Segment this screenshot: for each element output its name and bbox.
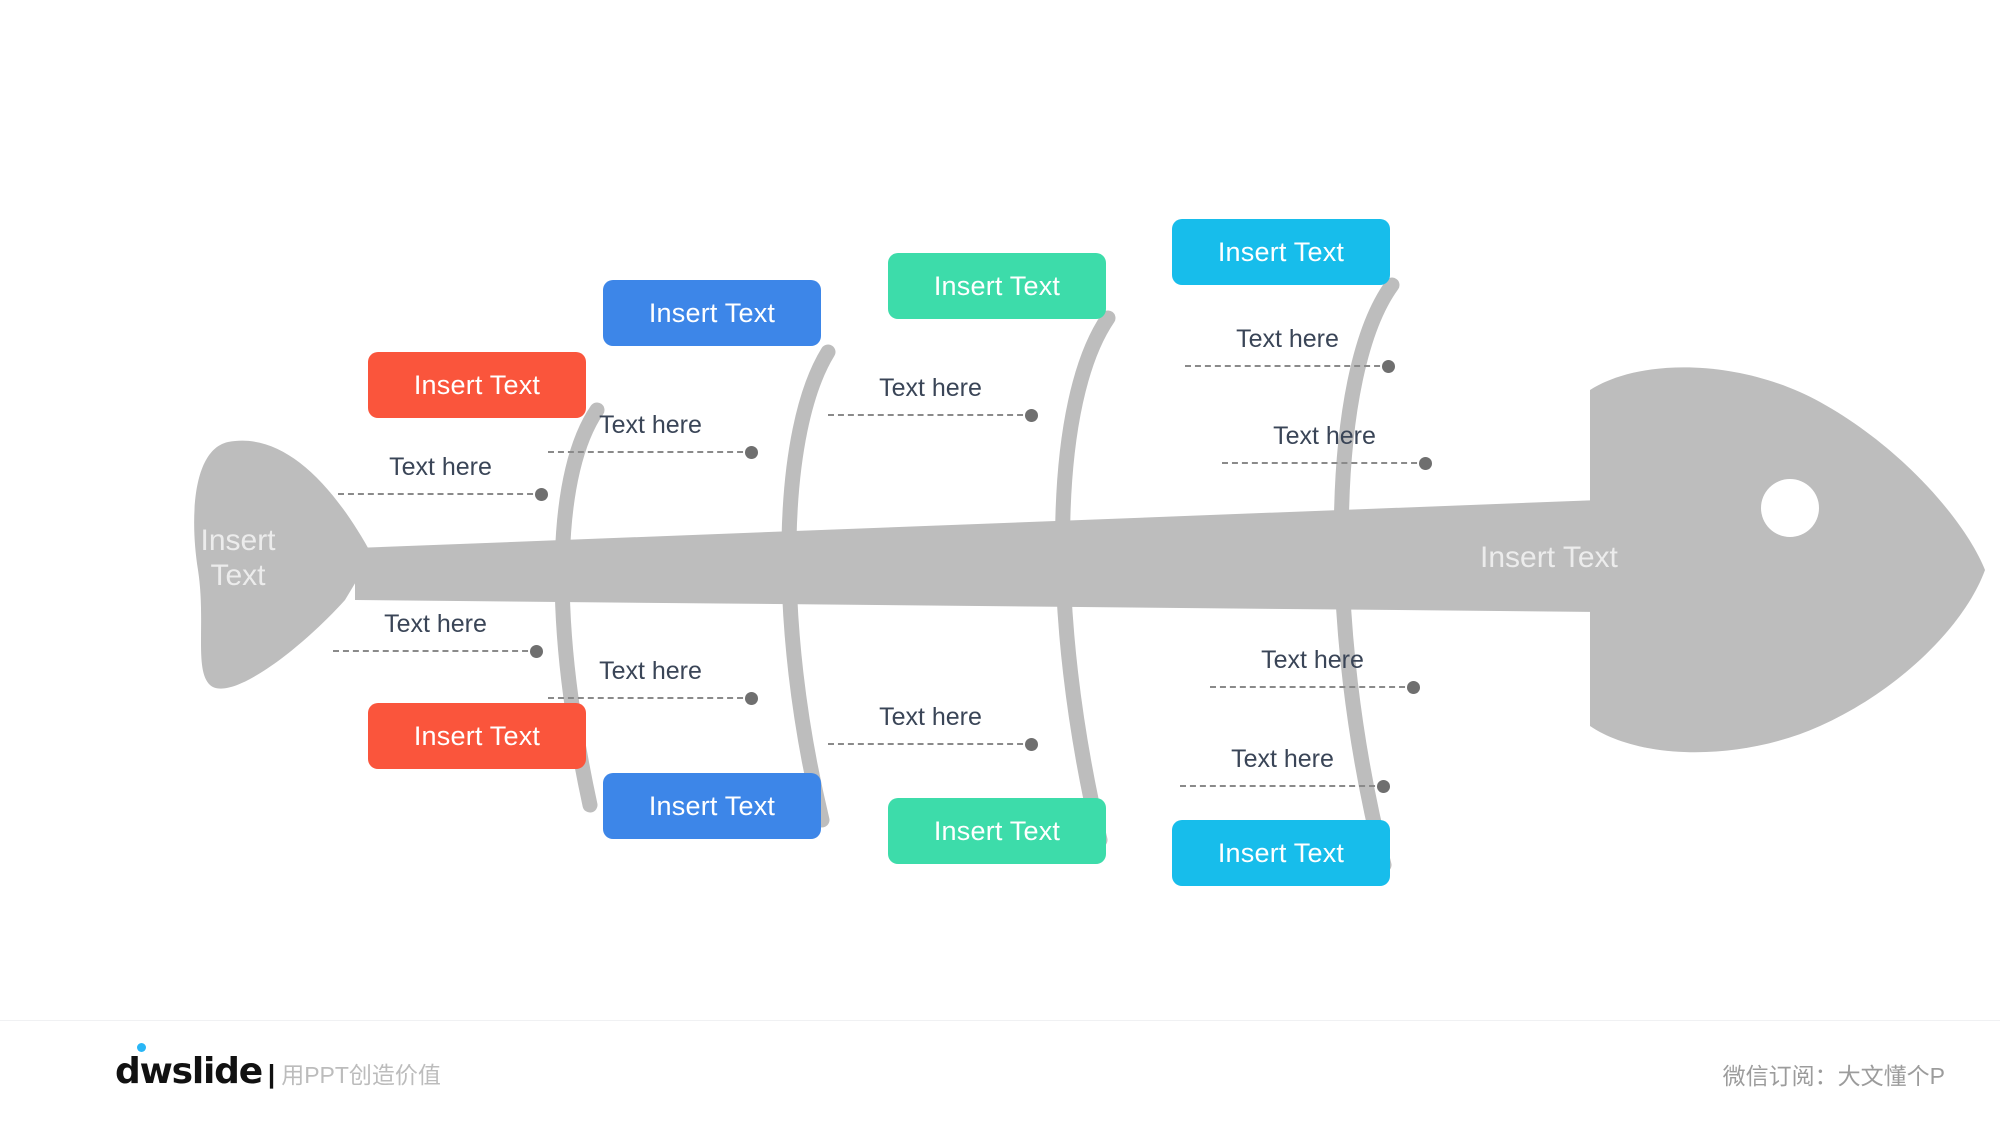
detail-rule (1180, 780, 1390, 793)
slide-footer: dwslide | 用PPT创造价值 微信订阅：大文懂个P (0, 1020, 2000, 1126)
category-label: Insert Text (648, 790, 776, 821)
detail-blue-lower-1[interactable]: Text here (548, 657, 758, 705)
category-label: Insert Text (933, 270, 1061, 301)
detail-dot-icon (1377, 780, 1390, 793)
fish-eye-icon (1761, 479, 1819, 537)
detail-cyan-upper-1[interactable]: Text here (1185, 325, 1395, 373)
detail-dot-icon (1419, 457, 1432, 470)
category-label: Insert Text (413, 720, 541, 751)
detail-dot-icon (1025, 409, 1038, 422)
brand-tagline: 用PPT创造价值 (281, 1062, 441, 1088)
detail-dot-icon (1025, 738, 1038, 751)
category-label: Insert Text (1217, 837, 1345, 868)
fish-tail (194, 440, 372, 689)
detail-rule (338, 488, 548, 501)
brand-logo: dwslide (115, 1043, 263, 1092)
category-label: Insert Text (933, 815, 1061, 846)
detail-red-lower-1[interactable]: Text here (333, 610, 543, 658)
footer-wechat-text: 微信订阅：大文懂个P (1722, 1063, 1945, 1089)
category-label: Insert Text (1217, 236, 1345, 267)
category-box-green-upper[interactable]: Insert Text (888, 253, 1106, 319)
detail-text: Text here (599, 657, 702, 685)
detail-text: Text here (1261, 646, 1364, 674)
detail-dot-icon (530, 645, 543, 658)
detail-rule (548, 446, 758, 459)
fish-head (1590, 367, 1985, 753)
category-label: Insert Text (413, 369, 541, 400)
detail-dot-icon (1407, 681, 1420, 694)
detail-rule (333, 645, 543, 658)
footer-brand: dwslide | 用PPT创造价值 (115, 1043, 441, 1092)
brand-separator: | (267, 1059, 276, 1089)
category-label: Insert Text (648, 297, 776, 328)
detail-cyan-lower-2[interactable]: Text here (1180, 745, 1390, 793)
detail-rule (1210, 681, 1420, 694)
detail-text: Text here (879, 703, 982, 731)
detail-rule (828, 738, 1038, 751)
category-box-blue-lower[interactable]: Insert Text (603, 773, 821, 839)
detail-rule (548, 692, 758, 705)
detail-text: Text here (1231, 745, 1334, 773)
detail-text: Text here (1236, 325, 1339, 353)
category-box-red-upper[interactable]: Insert Text (368, 352, 586, 418)
detail-blue-upper-1[interactable]: Text here (548, 411, 758, 459)
detail-dot-icon (535, 488, 548, 501)
detail-rule (828, 409, 1038, 422)
detail-rule (1185, 360, 1395, 373)
category-box-green-lower[interactable]: Insert Text (888, 798, 1106, 864)
detail-green-lower-1[interactable]: Text here (828, 703, 1038, 751)
detail-dot-icon (745, 692, 758, 705)
detail-green-upper-1[interactable]: Text here (828, 374, 1038, 422)
detail-dot-icon (745, 446, 758, 459)
category-box-blue-upper[interactable]: Insert Text (603, 280, 821, 346)
category-box-cyan-upper[interactable]: Insert Text (1172, 219, 1390, 285)
detail-rule (1222, 457, 1432, 470)
detail-text: Text here (599, 411, 702, 439)
detail-text: Text here (879, 374, 982, 402)
detail-cyan-upper-2[interactable]: Text here (1222, 422, 1432, 470)
brand-name: dwslide (115, 1051, 263, 1092)
detail-text: Text here (389, 453, 492, 481)
detail-text: Text here (384, 610, 487, 638)
head-label: Insert Text (1480, 541, 1618, 574)
category-box-red-lower[interactable]: Insert Text (368, 703, 586, 769)
detail-red-upper-1[interactable]: Text here (338, 453, 548, 501)
detail-text: Text here (1273, 422, 1376, 450)
brand-dot-icon (137, 1043, 146, 1052)
detail-dot-icon (1382, 360, 1395, 373)
fishbone-diagram (194, 277, 1985, 873)
category-box-cyan-lower[interactable]: Insert Text (1172, 820, 1390, 886)
detail-cyan-lower-1[interactable]: Text here (1210, 646, 1420, 694)
fish-spine (355, 500, 1600, 612)
tail-label: Insert Text (200, 524, 276, 593)
